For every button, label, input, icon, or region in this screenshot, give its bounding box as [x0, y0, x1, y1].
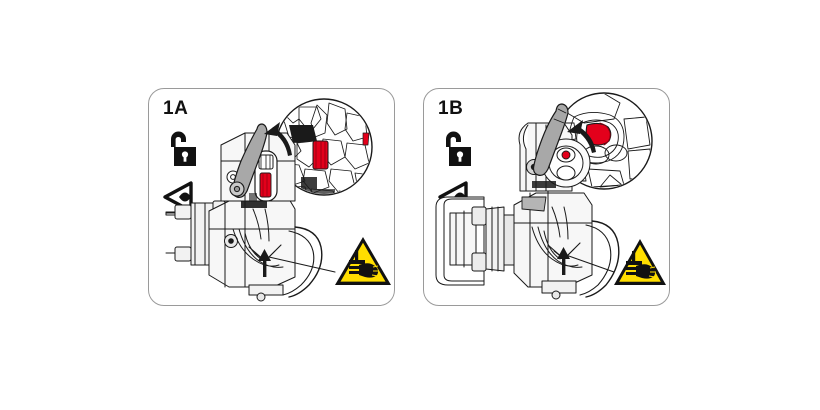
- panel-1a: 1A: [148, 88, 395, 306]
- panel-1b: 1B: [423, 88, 670, 306]
- pinch-point-arrow-1a: [258, 249, 271, 277]
- hazard-leader-line-1a: [268, 256, 336, 273]
- panel-1a-label: 1A: [163, 98, 189, 119]
- hand-crush-hazard-icon-1a: [335, 237, 391, 285]
- padlock-open-icon: [446, 131, 471, 166]
- hand-crush-hazard-icon-1b: [614, 239, 666, 285]
- pinch-point-arrow-1b: [557, 247, 570, 275]
- lock-indicator-highlight-1a: [312, 140, 329, 170]
- padlock-open-icon: [171, 131, 196, 166]
- mounting-bracket-1b: [435, 196, 515, 286]
- lock-indicator-dot-1b: [561, 150, 571, 160]
- hazard-leader-line-1b: [565, 254, 615, 273]
- release-lever-1a: [229, 123, 268, 198]
- eye-triangle-icon: [163, 181, 193, 213]
- panel-1b-label: 1B: [438, 98, 464, 119]
- release-lever-1b: [532, 103, 569, 176]
- lever-motion-arrow-1b: [567, 120, 596, 153]
- coupler-hook-1a: [232, 208, 323, 302]
- coupler-hook-1b: [531, 206, 620, 300]
- panel-1a-icon-stack: [161, 127, 215, 213]
- panel-1b-illustration: [435, 92, 666, 300]
- lever-motion-arrow-1a: [264, 122, 292, 156]
- panel-1a-illustration: [165, 98, 391, 302]
- lock-indicator-window-1a: [254, 150, 278, 202]
- magnified-detail-circle-1a: [275, 98, 373, 196]
